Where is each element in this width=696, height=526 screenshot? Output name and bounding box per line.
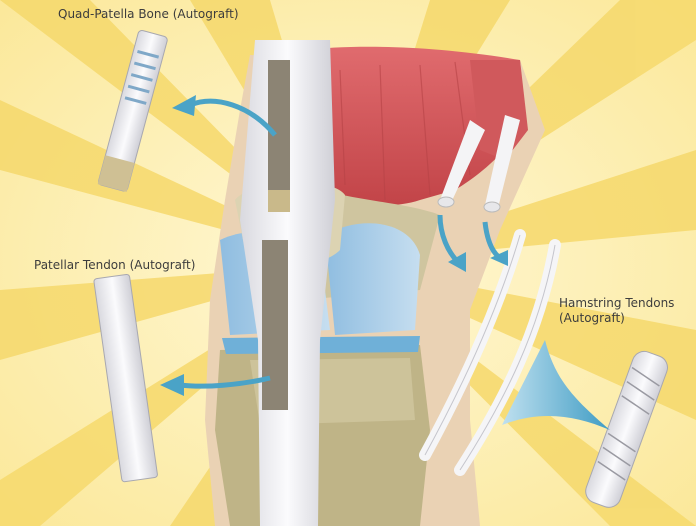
quad-patella-bone-label: Quad-Patella Bone (Autograft): [58, 7, 239, 22]
patellar-tendon-label: Patellar Tendon (Autograft): [34, 258, 195, 273]
hamstring-label-line2: (Autograft): [559, 311, 689, 326]
hamstring-tendons-label: Hamstring Tendons (Autograft): [559, 296, 689, 326]
hamstring-label-line1: Hamstring Tendons: [559, 296, 689, 311]
tibia-bone: [215, 345, 430, 526]
